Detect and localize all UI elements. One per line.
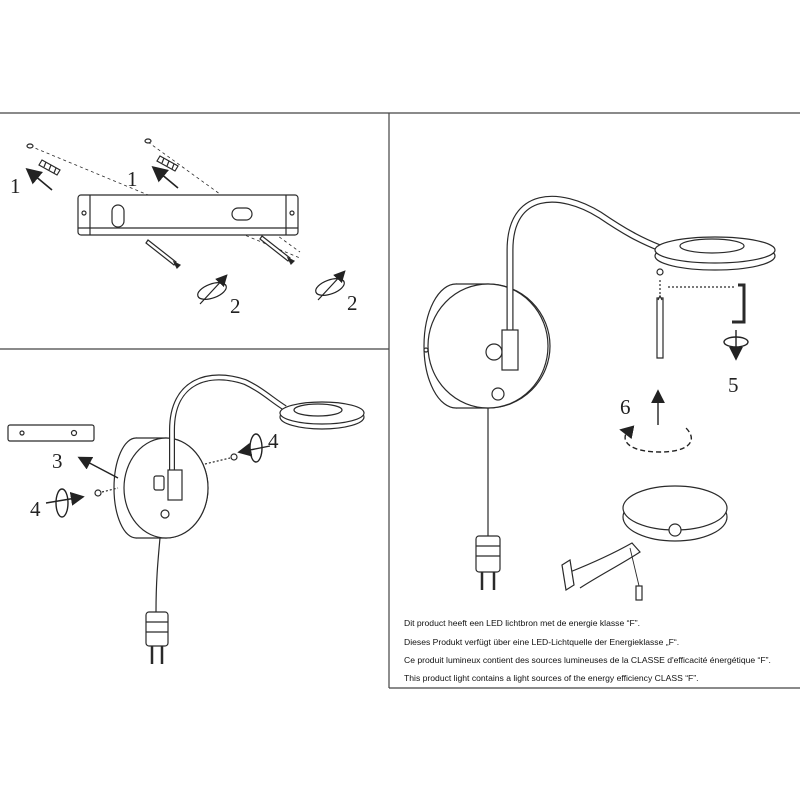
arrow-icon bbox=[25, 167, 53, 191]
mounting-bar bbox=[7, 424, 95, 442]
energy-notice-nl: Dit product heeft een LED lichtbron met … bbox=[404, 618, 640, 628]
panel-1-arrows bbox=[25, 165, 179, 191]
pin-icon bbox=[656, 297, 664, 359]
screw-icon bbox=[656, 268, 664, 276]
screw-icon bbox=[145, 239, 182, 270]
arrow-icon bbox=[151, 165, 179, 189]
panel-2-lamp-mounting bbox=[7, 374, 365, 664]
step-number: 1 bbox=[10, 174, 21, 198]
panel-3-head-assembly bbox=[423, 195, 776, 601]
lamp-head bbox=[279, 401, 365, 430]
step-number: 2 bbox=[230, 294, 241, 318]
rotate-icon bbox=[197, 270, 346, 305]
power-plug-icon bbox=[475, 535, 501, 590]
energy-notice-fr: Ce produit lumineux contient des sources… bbox=[404, 655, 771, 665]
panel-2-arrows bbox=[45, 433, 271, 518]
energy-notice-de: Dieses Produkt verfügt über eine LED-Lic… bbox=[404, 637, 680, 647]
step-number: 6 bbox=[620, 395, 631, 419]
wall-plug-icon bbox=[38, 159, 61, 176]
lamp-head bbox=[654, 236, 776, 271]
panel-frame bbox=[0, 112, 800, 689]
washer-icon bbox=[144, 138, 152, 144]
step-number: 3 bbox=[52, 449, 63, 473]
screw-icon bbox=[94, 489, 102, 497]
power-cable bbox=[155, 537, 161, 613]
panel-3-arrows bbox=[619, 330, 749, 453]
screw-icon bbox=[230, 453, 238, 461]
rotate-icon bbox=[624, 427, 692, 453]
lamp-head-underside bbox=[561, 485, 728, 601]
step-number: 5 bbox=[728, 373, 739, 397]
mounting-bar bbox=[77, 194, 299, 236]
arrow-icon bbox=[77, 456, 119, 479]
power-plug-icon bbox=[145, 611, 169, 664]
step-number: 4 bbox=[30, 497, 41, 521]
wall-plate bbox=[113, 437, 209, 539]
step-number: 4 bbox=[268, 429, 279, 453]
step-number: 2 bbox=[347, 291, 358, 315]
washer-icon bbox=[26, 143, 34, 149]
wall-plate bbox=[423, 283, 551, 409]
rotate-icon bbox=[55, 488, 69, 518]
wall-plug-icon bbox=[156, 155, 179, 172]
energy-notice-en: This product light contains a light sour… bbox=[404, 673, 699, 683]
panel-1-mounting-bar bbox=[26, 138, 301, 270]
step-number: 1 bbox=[127, 167, 138, 191]
screw-icon bbox=[259, 235, 296, 266]
hex-key-icon bbox=[732, 283, 746, 324]
